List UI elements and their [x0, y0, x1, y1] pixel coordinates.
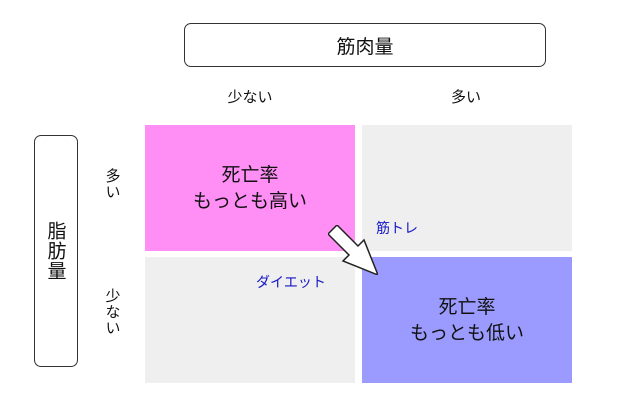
- diagonal-arrow-icon: [328, 225, 378, 275]
- y-axis-high-label-wrap: 多い: [100, 168, 126, 212]
- quadrant-bottom-right-line1: 死亡率: [438, 296, 496, 318]
- y-axis-title: 脂肪量: [44, 221, 67, 281]
- quadrant-bottom-right: 死亡率 もっとも低い: [362, 257, 572, 383]
- quadrant-top-left-line2: もっとも高い: [192, 190, 307, 212]
- x-axis-low-label: 少ない: [227, 88, 273, 106]
- x-axis-title-box: 筋肉量: [184, 23, 546, 67]
- quadrant-bottom-left: [145, 257, 355, 383]
- x-axis-title: 筋肉量: [336, 35, 394, 58]
- quadrant-bottom-right-line2: もっとも低い: [409, 322, 524, 344]
- annotation-training: 筋トレ: [376, 221, 418, 237]
- quadrant-top-left: 死亡率 もっとも高い: [145, 125, 355, 251]
- y-axis-title-box: 脂肪量: [34, 135, 78, 367]
- y-axis-low-label: 少ない: [103, 288, 122, 336]
- x-axis-high-label: 多い: [450, 88, 481, 106]
- diagonal-arrow-shape: [328, 225, 378, 275]
- quadrant-top-left-line1: 死亡率: [221, 164, 279, 186]
- y-axis-high-label: 多い: [103, 168, 122, 200]
- y-axis-low-label-wrap: 少ない: [100, 288, 126, 352]
- annotation-diet: ダイエット: [256, 275, 326, 291]
- quadrant-top-right: [362, 125, 572, 251]
